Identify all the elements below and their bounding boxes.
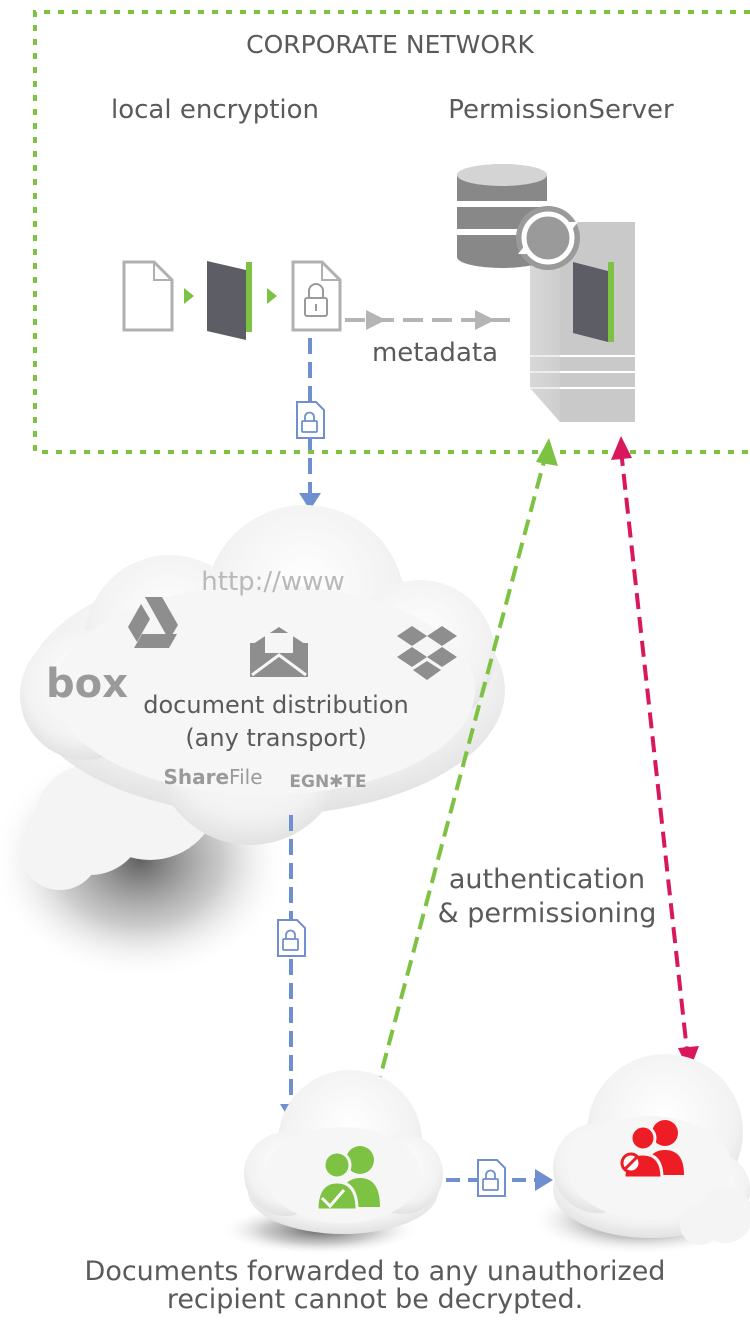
metadata-label: metadata bbox=[372, 338, 498, 368]
dropbox-icon bbox=[397, 626, 457, 680]
sharefile-logo-light: File bbox=[229, 765, 262, 789]
encrypted-document-icon bbox=[291, 260, 342, 332]
authentication-flow-line bbox=[372, 449, 549, 1101]
authorized-users-icon bbox=[315, 1146, 380, 1212]
caption-line1: Documents forwarded to any unauthorized bbox=[84, 1256, 666, 1287]
caption-line2: recipient cannot be decrypted. bbox=[166, 1284, 584, 1315]
local-encryption-label: local encryption bbox=[111, 95, 319, 125]
sync-icon bbox=[516, 206, 580, 270]
metadata-arrowhead bbox=[366, 310, 386, 330]
box-logo: box bbox=[46, 661, 128, 707]
permission-flow-line bbox=[619, 449, 690, 1061]
permission-arrowhead-up bbox=[611, 436, 632, 460]
forward-flow-arrowhead bbox=[535, 1169, 553, 1191]
distribution-label-line2: (any transport) bbox=[185, 724, 366, 752]
authentication-arrowhead-up bbox=[536, 438, 558, 466]
corporate-network-border bbox=[33, 10, 750, 454]
permission-server-label: PermissionServer bbox=[448, 95, 674, 125]
auth-label-line2: & permissioning bbox=[438, 898, 657, 929]
locked-file-icon bbox=[277, 919, 306, 957]
envelope-icon bbox=[250, 627, 308, 677]
egnyte-logo: EGN✱TE bbox=[289, 772, 366, 792]
url-label: http://www bbox=[201, 567, 344, 597]
sharefile-logo-bold: Share bbox=[163, 765, 229, 789]
encryption-key-icon bbox=[207, 261, 252, 340]
blue-flow-arrowhead bbox=[299, 493, 321, 510]
arrow-right-icon bbox=[184, 288, 194, 304]
sharefile-logo: ShareFile bbox=[163, 765, 262, 789]
locked-file-icon bbox=[477, 1159, 506, 1197]
plain-document-icon bbox=[122, 260, 174, 332]
corporate-network-title: CORPORATE NETWORK bbox=[246, 30, 534, 59]
locked-file-icon bbox=[296, 401, 325, 439]
arrow-right-icon bbox=[267, 288, 277, 304]
unauthorized-users-icon bbox=[620, 1120, 684, 1180]
metadata-arrowhead bbox=[475, 310, 495, 330]
google-drive-icon bbox=[128, 597, 178, 648]
distribution-label-line1: document distribution bbox=[143, 691, 409, 719]
caption: Documents forwarded to any unauthorized … bbox=[0, 1258, 750, 1314]
permission-server-icon bbox=[530, 222, 635, 422]
auth-label-line1: authentication bbox=[449, 864, 645, 895]
